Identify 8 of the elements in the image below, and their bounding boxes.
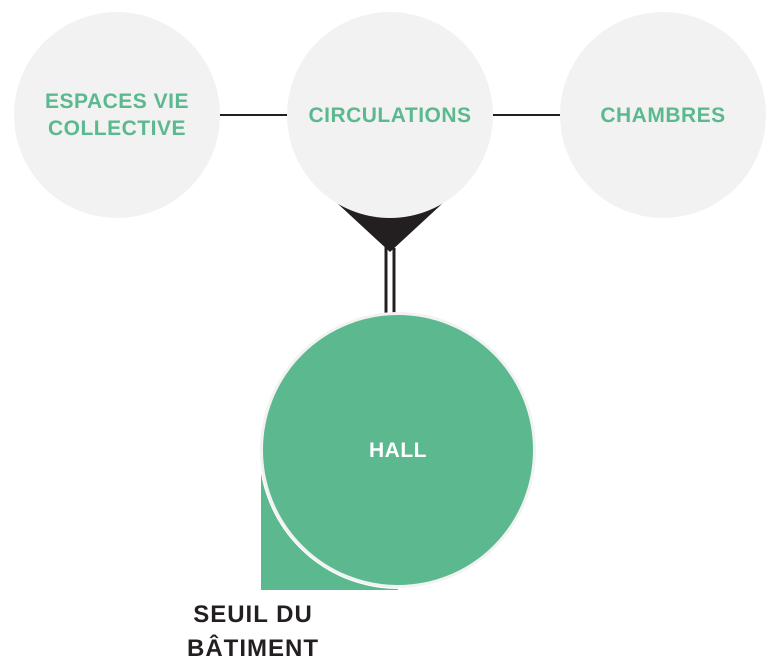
node-label: HALL bbox=[369, 438, 427, 464]
node-label: CHAMBRES bbox=[600, 102, 726, 128]
funnel-connector bbox=[337, 203, 443, 314]
connector-line bbox=[493, 114, 560, 116]
threshold-label: SEUIL DU BÂTIMENT bbox=[186, 600, 320, 659]
connector-line bbox=[220, 114, 287, 116]
node-label: CIRCULATIONS bbox=[308, 102, 472, 128]
node-label: ESPACES VIE COLLECTIVE bbox=[44, 89, 190, 142]
